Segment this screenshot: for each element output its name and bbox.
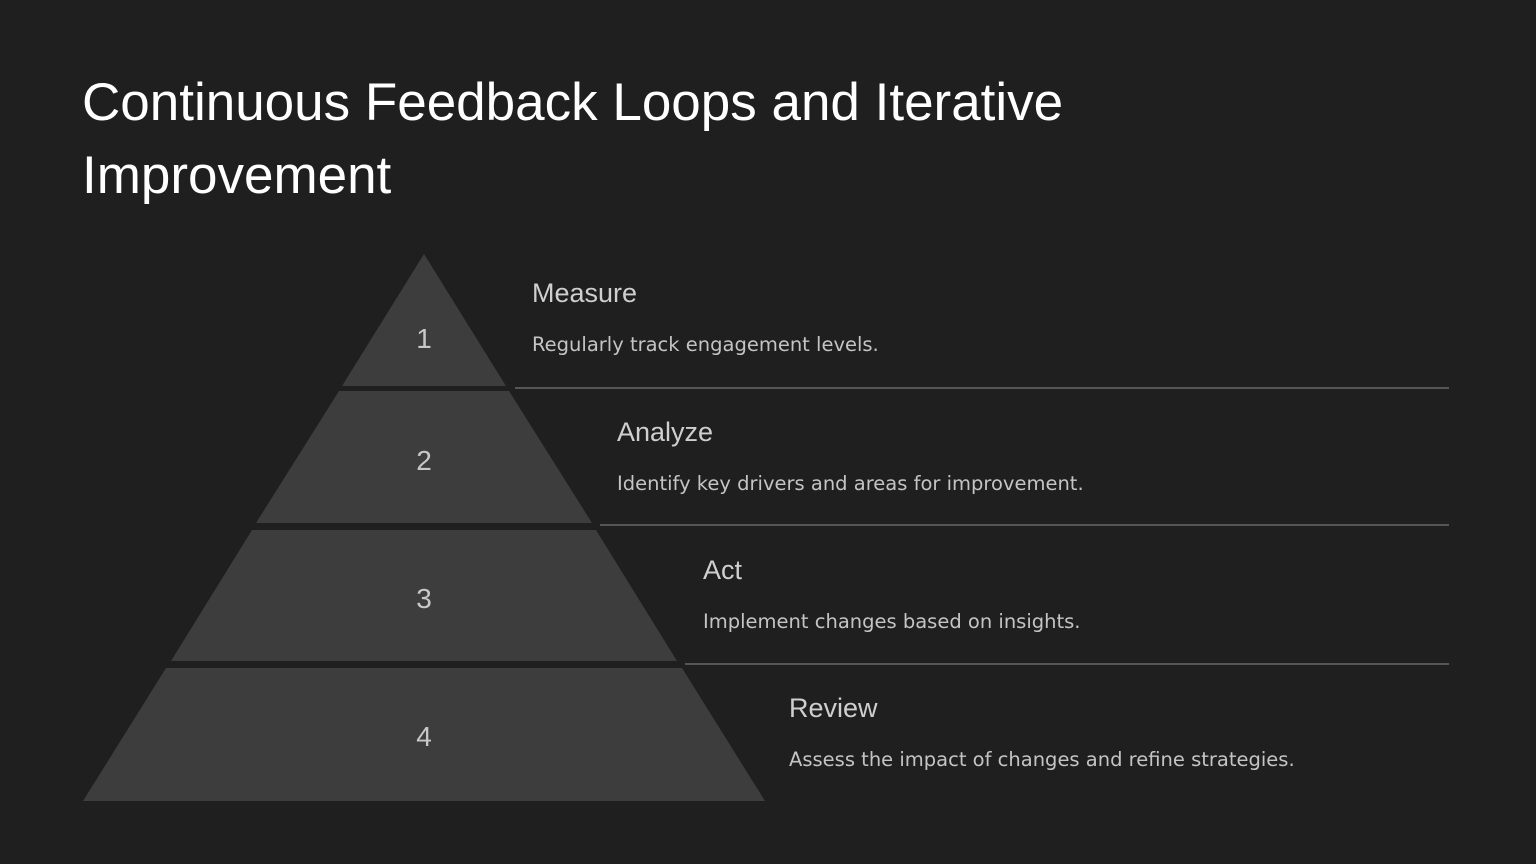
divider [515,387,1449,389]
step-title: Measure [532,278,638,308]
step-title: Review [789,693,878,723]
pyramid-tier-3 [171,530,677,661]
step-title: Analyze [617,417,714,447]
divider [685,663,1449,665]
step-title: Act [703,555,743,585]
step-description: Identify key drivers and areas for impro… [617,472,1084,495]
tier-number-2: 2 [416,445,432,476]
step-act: Act Implement changes based on insights. [703,554,1081,636]
step-description: Implement changes based on insights. [703,610,1081,633]
step-description: Assess the impact of changes and refine … [789,748,1295,771]
step-description: Regularly track engagement levels. [532,333,879,356]
step-analyze: Analyze Identify key drivers and areas f… [617,416,1084,498]
pyramid-tier-2 [256,391,592,523]
slide-title: Continuous Feedback Loops and Iterative … [82,73,1064,205]
divider [600,524,1449,526]
pyramid-tier-4 [83,668,765,801]
pyramid-tier-1 [342,254,506,386]
step-review: Review Assess the impact of changes and … [789,692,1295,774]
tier-number-1: 1 [416,323,432,354]
tier-number-3: 3 [416,583,432,614]
tier-number-4: 4 [416,721,432,752]
step-measure: Measure Regularly track engagement level… [532,277,879,359]
